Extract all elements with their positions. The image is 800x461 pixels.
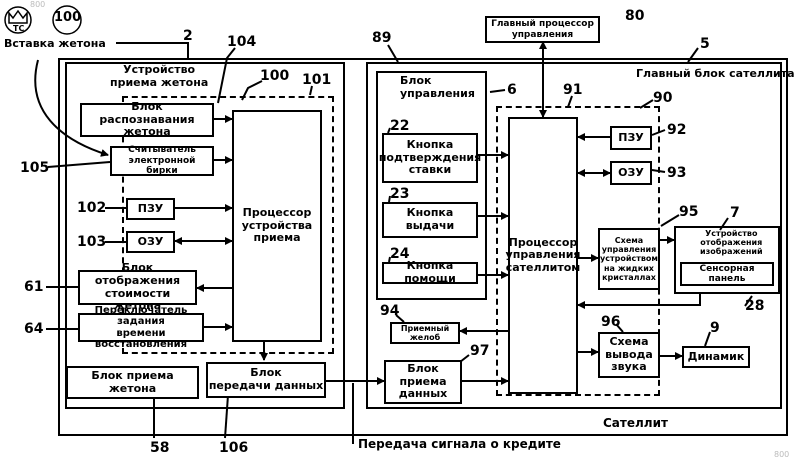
token-reception-box: Блок приема жетона — [66, 366, 199, 399]
restore-switch-box: Переключатель задания времени восстановл… — [78, 313, 204, 342]
tag-reader-box: Считыватель электронной бирки — [110, 146, 214, 176]
speaker-box: Динамик — [682, 346, 750, 368]
receiver-ram-box: ОЗУ — [126, 231, 175, 253]
ref-90: 90 — [653, 90, 672, 106]
receiver-rom-box: ПЗУ — [126, 198, 175, 220]
ref-101: 101 — [302, 72, 331, 88]
credit-signal-label: Передача сигнала о кредите — [358, 438, 561, 452]
ref-58: 58 — [150, 440, 169, 456]
receiving-tray-box: Приемный желоб — [390, 322, 460, 344]
satellite-rom-box: ПЗУ — [610, 126, 652, 150]
ref-102: 102 — [77, 200, 106, 216]
touch-panel-box: Сенсорная панель — [680, 262, 774, 286]
ref-2: 2 — [183, 28, 193, 44]
confirm-bet-button-box: Кнопка подтверждения ставки — [382, 133, 478, 183]
watermark: 800 — [30, 0, 45, 9]
satellite-processor-box: Процессор управления сателлитом — [508, 117, 578, 394]
icon-100-label: 100 — [54, 11, 81, 26]
image-display-label: Устройство отображения изображений — [700, 229, 763, 257]
ref-64: 64 — [24, 321, 43, 337]
ref-28: 28 — [745, 298, 764, 314]
sound-output-box: Схема вывода звука — [598, 332, 660, 378]
receiver-processor-box: Процессор устройства приема — [232, 110, 322, 342]
watermark-bottom: 800 — [774, 450, 789, 459]
satellite-main-label: Главный блок сателлита — [636, 68, 795, 81]
data-transfer-box: Блок передачи данных — [206, 362, 326, 398]
value-display-box: Блок отображения стоимости жетона — [78, 270, 197, 305]
ref-103: 103 — [77, 234, 106, 250]
ref-92: 92 — [667, 122, 686, 138]
ref-5: 5 — [700, 36, 710, 52]
ref-9: 9 — [710, 320, 720, 336]
satellite-label: Сателлит — [603, 417, 668, 431]
token-insert-label: Вставка жетона — [4, 38, 106, 51]
satellite-ram-box: ОЗУ — [610, 161, 652, 185]
ref-24: 24 — [390, 246, 409, 262]
ref-89: 89 — [372, 30, 391, 46]
ref-97: 97 — [470, 343, 489, 359]
ref-22: 22 — [390, 118, 409, 134]
ref-23: 23 — [390, 186, 409, 202]
help-button-box: Кнопка помощи — [382, 262, 478, 284]
main-processor-box: Главный процессор управления — [485, 16, 600, 43]
control-unit-title: Блок управления — [400, 75, 475, 100]
ref-100: 100 — [260, 68, 289, 84]
token-recognition-box: Блок распознавания жетона — [80, 103, 214, 137]
payout-button-box: Кнопка выдачи — [382, 202, 478, 238]
ref-93: 93 — [667, 165, 686, 181]
ref-96: 96 — [601, 314, 620, 330]
ref-7: 7 — [730, 205, 740, 221]
lcd-control-box: Схема управления устройством на жидких к… — [598, 228, 660, 290]
ref-91: 91 — [563, 82, 582, 98]
ref-6: 6 — [507, 82, 517, 98]
ref-95: 95 — [679, 204, 698, 220]
data-reception-box: Блок приема данных — [384, 360, 462, 404]
receiver-title: Устройство приема жетона — [110, 64, 208, 89]
ref-104: 104 — [227, 34, 256, 50]
icon-tc-label: TC — [13, 24, 24, 33]
ref-94: 94 — [380, 303, 399, 319]
ref-105: 105 — [20, 160, 49, 176]
ref-106: 106 — [219, 440, 248, 456]
ref-61: 61 — [24, 279, 43, 295]
ref-80: 80 — [625, 8, 644, 24]
